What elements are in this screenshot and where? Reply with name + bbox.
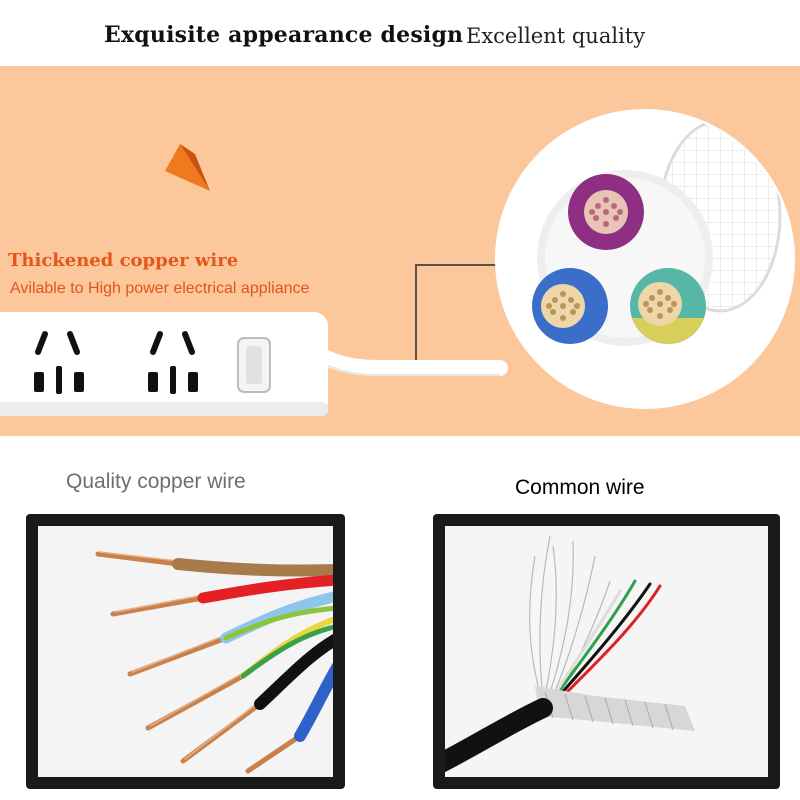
- common-wire-label: Common wire: [515, 476, 645, 499]
- common-wire-photo: [445, 526, 768, 777]
- headline-quality: Excellent quality: [466, 24, 646, 48]
- blue-conductor: [532, 268, 608, 344]
- arrow-icon: [165, 144, 210, 191]
- cable-jacket: [445, 698, 553, 773]
- common-wire-photo-frame: [433, 514, 780, 789]
- banner-subheading: Avilable to High power electrical applia…: [10, 280, 310, 297]
- quality-wire-photo-frame: [26, 514, 345, 789]
- quality-copper-wire-label: Quality copper wire: [66, 470, 246, 493]
- purple-conductor: [568, 174, 644, 250]
- power-strip: [0, 312, 328, 416]
- teal-conductor: [630, 268, 706, 344]
- socket-2: [148, 331, 198, 394]
- banner-heading: Thickened copper wire: [8, 250, 239, 271]
- foil-shield: [535, 686, 695, 731]
- quality-wire-photo: [38, 526, 333, 777]
- callout-line: [415, 264, 520, 362]
- shielded-cable-image: [445, 526, 768, 777]
- power-cord: [310, 346, 508, 376]
- socket-1: [34, 331, 84, 394]
- cable-cross-section: [495, 109, 795, 409]
- power-strip-illustration: [0, 109, 795, 416]
- headline-appearance: Exquisite appearance design: [104, 22, 464, 48]
- colored-wires-image: [38, 526, 333, 777]
